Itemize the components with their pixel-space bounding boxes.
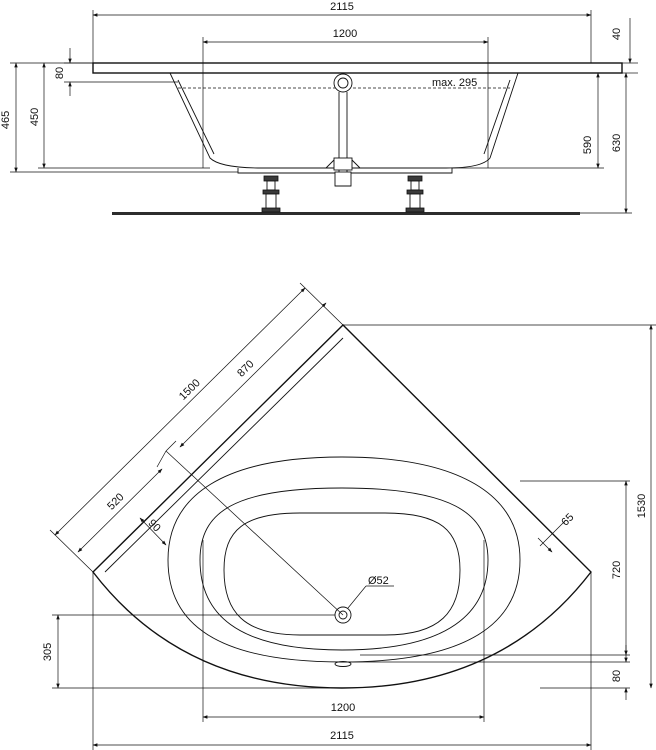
plan-diagonal-inner-label: 870 xyxy=(235,358,256,379)
side-top-offset-label: 80 xyxy=(54,67,66,79)
plan-inner-width-label: 1200 xyxy=(331,702,355,714)
drain-assembly xyxy=(325,73,361,187)
foot-right xyxy=(405,175,425,213)
plan-front-offset-label: 80 xyxy=(611,670,623,682)
plan-rim-offset-label: 90 xyxy=(146,517,163,534)
tub-outline xyxy=(92,324,592,689)
side-max-water-label: max. 295 xyxy=(432,77,477,89)
plan-diagonal-offset-label: 520 xyxy=(105,491,126,512)
plan-diagonal-length-label: 1500 xyxy=(177,377,203,403)
tub-rim xyxy=(92,62,623,74)
side-left-outer-depth-label: 465 xyxy=(0,111,12,129)
drain-inner xyxy=(338,610,348,620)
diagonal-centerline xyxy=(165,450,344,616)
side-right-depth-label: 590 xyxy=(582,136,594,154)
bowl-inner xyxy=(223,512,461,636)
side-inner-width-label: 1200 xyxy=(333,28,357,40)
side-overall-width-label: 2115 xyxy=(330,1,354,13)
plan-drain-diameter-label: Ø52 xyxy=(368,575,389,587)
plan-drain-front-label: 305 xyxy=(42,643,54,661)
tub-inner-wall xyxy=(177,79,215,155)
tub-body xyxy=(169,72,519,169)
side-view: 2115 1200 40 80 max. 295 465 450 590 xyxy=(0,1,638,215)
side-rim-thickness-label: 40 xyxy=(611,28,623,40)
rim-inner-line xyxy=(104,337,344,573)
overflow-slot xyxy=(334,661,352,667)
bowl-middle xyxy=(199,487,489,651)
floor-plate xyxy=(112,212,580,215)
plan-rim-width-label: 65 xyxy=(559,511,576,528)
plan-overall-width-label: 2115 xyxy=(330,730,354,742)
side-total-height-label: 630 xyxy=(611,134,623,152)
plan-depth-center-label: 720 xyxy=(611,561,623,579)
foot-left xyxy=(261,175,281,213)
plan-view: 1500 870 520 90 65 Ø52 1530 720 xyxy=(42,282,656,750)
side-left-inner-depth-label: 450 xyxy=(29,108,41,126)
plan-overall-depth-label: 1530 xyxy=(636,494,648,518)
